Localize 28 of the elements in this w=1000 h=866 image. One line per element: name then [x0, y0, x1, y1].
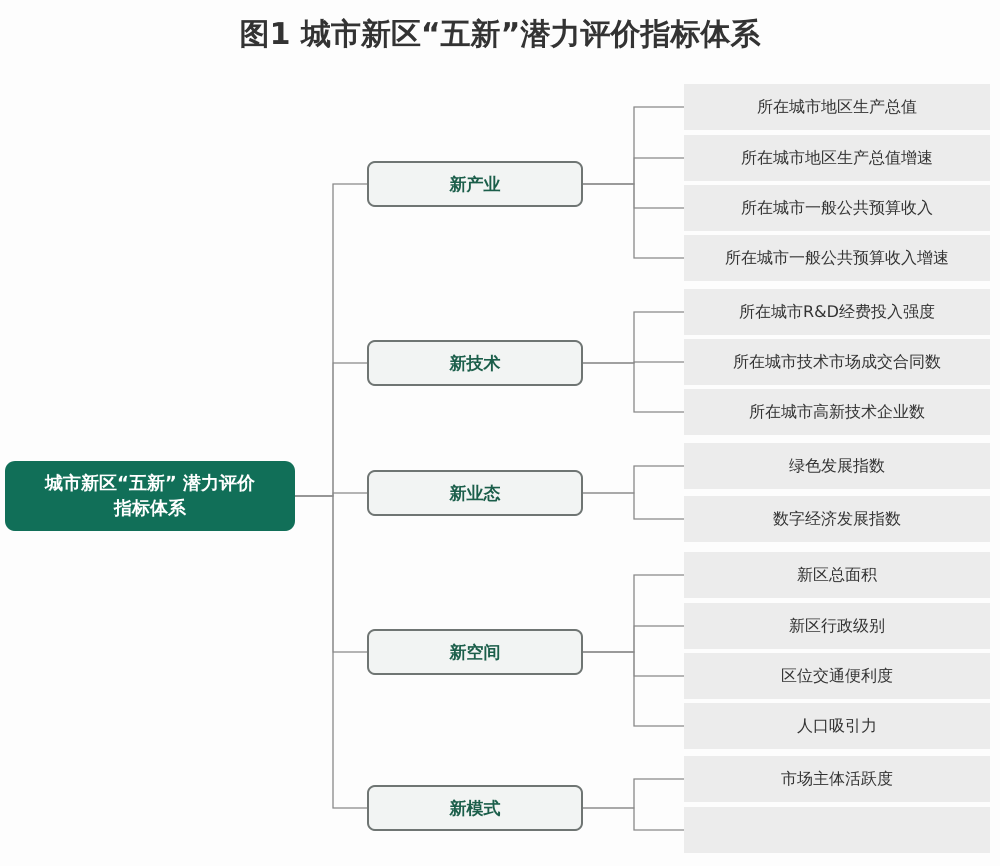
category-box: 新模式 — [367, 785, 583, 831]
connector-line — [583, 492, 684, 520]
indicator-box: 新区行政级别 — [684, 603, 990, 649]
indicator-box: 所在城市地区生产总值增速 — [684, 135, 990, 181]
connector-line — [583, 362, 684, 413]
indicator-box: 所在城市地区生产总值 — [684, 84, 990, 130]
indicator-box: 所在城市高新技术企业数 — [684, 389, 990, 435]
category-box: 新空间 — [367, 629, 583, 675]
indicator-box: 市场主体活跃度 — [684, 756, 990, 802]
indicator-box: 新区总面积 — [684, 552, 990, 598]
indicator-box: 所在城市一般公共预算收入 — [684, 185, 990, 231]
indicator-box: 所在城市技术市场成交合同数 — [684, 339, 990, 385]
connector-line — [583, 807, 684, 831]
diagram-title: 图1 城市新区“五新”潜力评价指标体系 — [238, 16, 762, 54]
connector-line — [295, 495, 367, 809]
indicator-box: 区位交通便利度 — [684, 653, 990, 699]
category-box: 新技术 — [367, 340, 583, 386]
connector-line — [583, 651, 684, 727]
category-box: 新业态 — [367, 470, 583, 516]
connector-line — [583, 183, 684, 259]
root-box: 城市新区“五新” 潜力评价指标体系 — [5, 461, 295, 531]
indicator-box: 人口吸引力 — [684, 703, 990, 749]
empty-box — [684, 807, 990, 853]
indicator-box: 所在城市R&D经费投入强度 — [684, 289, 990, 335]
indicator-box: 所在城市一般公共预算收入增速 — [684, 235, 990, 281]
category-box: 新产业 — [367, 161, 583, 207]
indicator-box: 数字经济发展指数 — [684, 496, 990, 542]
indicator-box: 绿色发展指数 — [684, 443, 990, 489]
